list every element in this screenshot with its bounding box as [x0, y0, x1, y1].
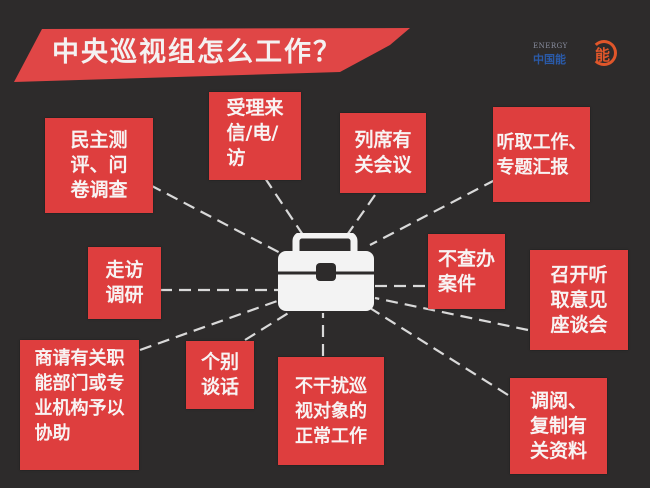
node-individual-talks: 个别 谈话: [186, 341, 254, 409]
node-label: 商请有关职 能部门或专 业机构予以 协助: [34, 348, 125, 444]
energy-logo: ENERGY 中国能 能: [533, 40, 623, 74]
node-label: 受理来 信/电/ 访: [226, 97, 284, 169]
node-label: 不查办 案件: [437, 247, 495, 295]
title-banner: [14, 28, 410, 82]
logo-mark-char: 能: [595, 46, 611, 64]
page-title: 中央巡视组怎么工作？: [52, 37, 342, 68]
node-no-interference: 不干扰巡 视对象的 正常工作: [278, 357, 384, 465]
logo-ring-icon: [591, 40, 617, 66]
node-label: 民主测 评、问 卷调查: [70, 129, 128, 201]
node-hold-symposiums: 召开听 取意见 座谈会: [530, 250, 628, 350]
logo-text-cn: 中国能: [533, 53, 566, 66]
node-letters-calls-visits: 受理来 信/电/ 访: [209, 92, 301, 180]
logo-text-en: ENERGY: [533, 42, 568, 50]
node-label: 走访 调研: [105, 259, 144, 306]
toolbox-icon: [278, 233, 374, 311]
node-label: 调阅、 复制有 关资料: [529, 389, 587, 462]
node-label: 不干扰巡 视对象的 正常工作: [295, 375, 367, 447]
node-attend-meetings: 列席有 关会议: [340, 113, 426, 193]
node-democratic-survey: 民主测 评、问 卷调查: [45, 118, 153, 213]
node-review-documents: 调阅、 复制有 关资料: [510, 378, 607, 474]
node-label: 列席有 关会议: [354, 129, 412, 176]
node-field-visits: 走访 调研: [88, 247, 161, 319]
node-label: 召开听 取意见 座谈会: [550, 263, 608, 336]
node-label: 个别 谈话: [200, 351, 239, 398]
node-label: 听取工作、 专题汇报: [496, 131, 587, 178]
node-request-assistance: 商请有关职 能部门或专 业机构予以 协助: [20, 340, 139, 470]
node-hear-reports: 听取工作、 专题汇报: [493, 107, 590, 202]
node-no-case-handling: 不查办 案件: [428, 234, 505, 309]
